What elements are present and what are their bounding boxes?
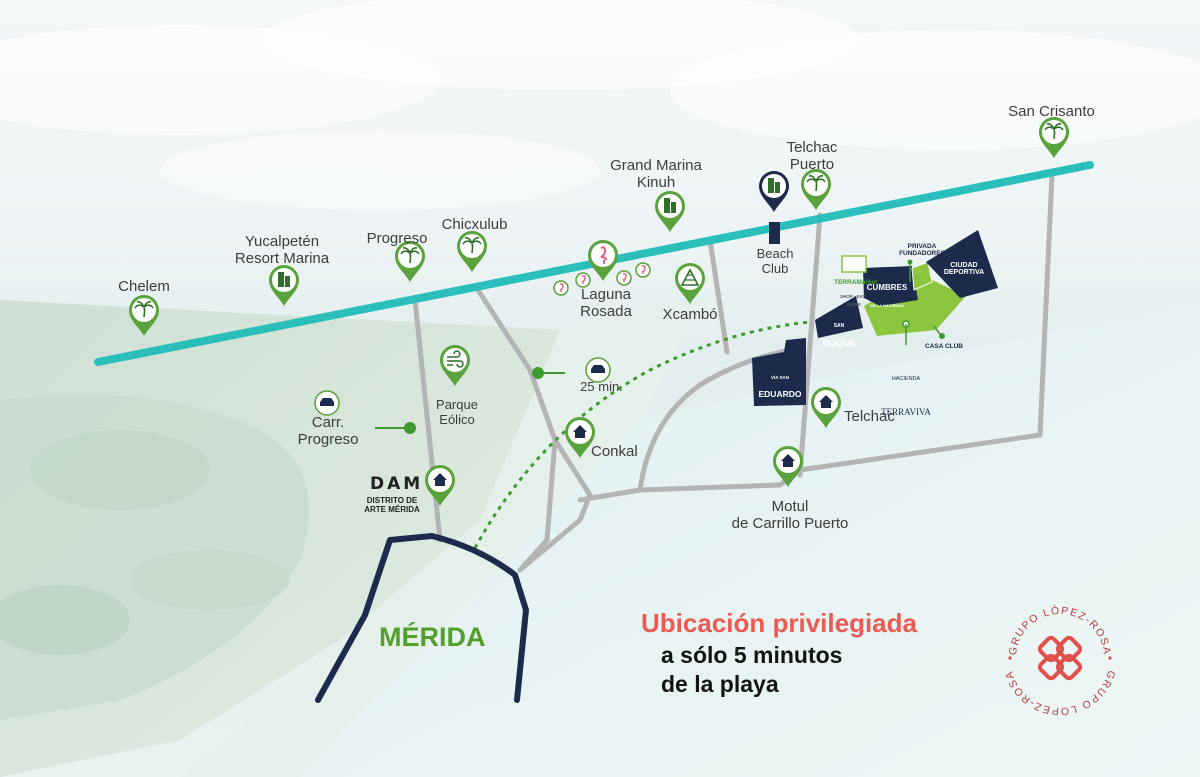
flamingo-icon [616,270,632,286]
cumbres-block [863,266,918,306]
flamingo-icon [553,280,569,296]
label-chicxulub: Chicxulub [441,216,508,233]
building-icon [278,272,290,287]
eduardo-name: EDUARDO [758,388,802,399]
ciudad-deportiva-block [926,230,998,298]
pin-chicxulub [457,230,488,272]
label-cumbres: CUMBRES DE LA HACIENDA [862,276,912,310]
pin-yucalpeten [269,265,299,306]
pin-progreso [395,241,425,282]
hacienda-word: HACIENDA [891,375,921,382]
car-icon [585,357,611,383]
grupo-lopez-rosa-logo: GRUPO LÓPEZ-ROSA GRUPO LÓPEZ-ROSA [1002,600,1118,718]
pin-distrito-arte [425,465,455,506]
label-grand-marina-kinuh: Grand Marina Kinuh [610,157,702,191]
label-san-roque: SAN ROQUE [818,311,860,349]
label-laguna-rosada: Laguna Rosada [580,286,632,320]
pin-chelem [129,295,159,336]
label-motul: Motul de Carrillo Puerto [731,498,849,532]
headline-line-2: a sólo 5 minutos de la playa [661,642,843,698]
merida-boundary [315,533,529,703]
pin-xcambo [675,263,705,304]
via-san: VÍA SAN [770,374,790,380]
pin-parque-eolico [440,345,470,386]
label-hacienda-terraviva: HACIENDA TERRAVIVA [870,349,942,419]
pin-beach-club [759,171,789,212]
logo-text-bottom: GRUPO LÓPEZ-ROSA [1003,669,1118,716]
palm-icon [462,237,482,254]
label-telchac-puerto: Telchac Puerto [786,139,838,173]
san-roque-small: SAN [833,323,845,330]
palm-icon [806,175,826,192]
house-icon [781,454,795,467]
label-xcambo: Xcambó [662,306,718,323]
city-merida: MÉRIDA [379,622,486,652]
pin-telchac-puerto [801,169,831,210]
terra-market-block [841,255,867,273]
logo-emblem-icon [1037,635,1083,681]
label-carr-progreso: Carr. Progreso [297,414,359,448]
dam-subtitle: DISTRITO DE ARTE MÉRIDA [364,496,420,515]
label-parque-eolico: Parque Eólico [436,397,478,427]
cumbres-name: CUMBRES [866,283,908,293]
road-telchac [797,212,823,478]
label-ciudad-deportiva: CIUDAD DEPORTIVA [943,262,985,277]
road-xcambo [707,237,730,355]
road-conkal [517,437,593,573]
label-progreso: Progreso [366,230,428,247]
palm-icon [400,247,420,264]
terraviva-land [864,272,966,336]
dam-logo: DAM [370,474,424,494]
flamingo-icon [635,262,651,278]
casa-club-dot [939,333,945,339]
eduardo-block [752,338,806,406]
headline-line-1: Ubicación privilegiada [641,608,917,638]
palm-icon [134,301,154,318]
house-icon [573,425,587,438]
palm-icon [1044,123,1064,140]
development-cluster [752,230,998,406]
label-yucalpeten: Yucalpetén Resort Marina [234,233,330,267]
location-pins [129,117,1069,506]
san-roque-block [815,296,863,338]
building-icon [664,198,676,213]
building-icon [768,178,780,193]
label-chelem: Chelem [118,278,170,295]
pyramid-icon [680,268,700,286]
privada-fundadores-block [911,261,933,291]
terra-market-sub: SHOP · EAT · WORK [839,294,869,307]
label-telchac: Telchac [844,408,895,425]
terraviva-word: TERRAVIVA [881,406,931,417]
pin-conkal [565,417,595,458]
pin-san-crisanto [1039,117,1069,158]
route-dashed [473,320,811,549]
label-san-crisanto: San Crisanto [1008,103,1095,120]
flamingo-icon [600,246,607,264]
pin-telchac [811,387,841,428]
label-casa-club: CASA CLUB [924,343,964,350]
car-icon [314,390,340,416]
beach-club-block [769,222,780,244]
road-markers [375,367,565,434]
label-terra-market: TERRAMarket SHOP · EAT · WORK [834,272,878,308]
car-icons [314,357,611,416]
flamingo-icon [575,272,591,288]
san-roque-name: ROQUE [822,338,856,349]
cumbres-sub: DE LA HACIENDA [869,303,905,309]
label-beach-club: Beach Club [756,246,794,276]
label-privada-fundadores: PRIVADA FUNDADORES [899,243,945,258]
pin-laguna-rosada [588,240,618,281]
flamingo-markers [553,262,651,296]
pin-grand-marina-kinuh [655,191,685,232]
label-via-san-eduardo: VÍA SAN EDUARDO [756,363,804,399]
wind-icon [447,350,464,368]
pin-motul [773,446,803,487]
label-conkal: Conkal [591,443,638,460]
label-drive-time: 25 min. [580,379,623,394]
house-icon [433,473,447,486]
house-icon [819,395,833,408]
terra-market-name: TERRAMarket [834,279,878,287]
